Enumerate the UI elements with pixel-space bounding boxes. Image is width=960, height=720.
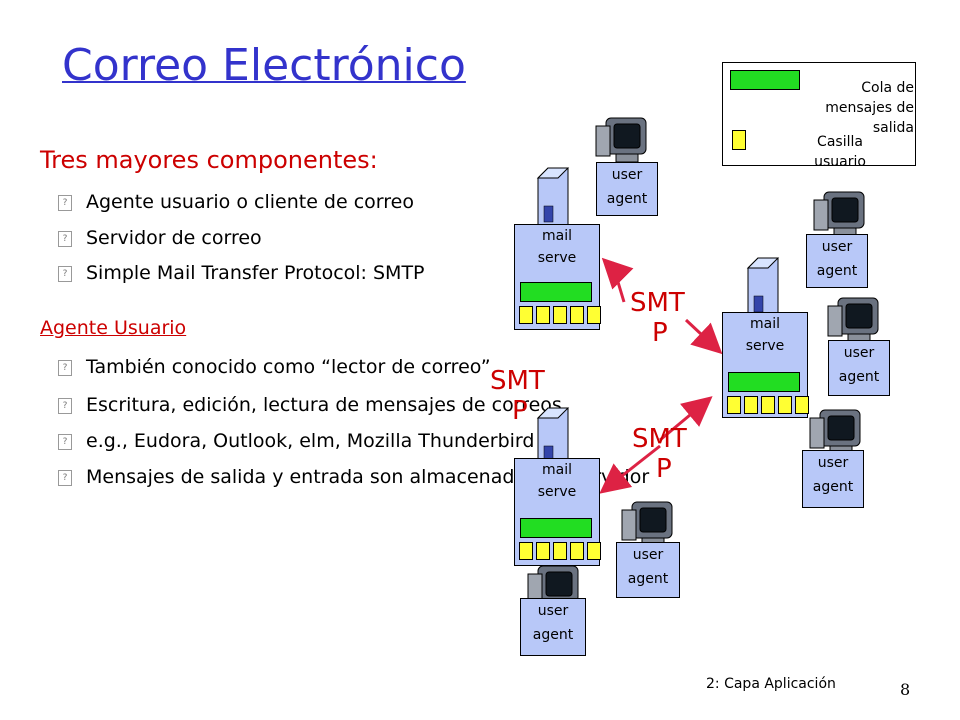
bullet-icon: ?: [58, 359, 72, 376]
arrow-icon: [601, 257, 634, 290]
user-mailboxes: [519, 542, 601, 560]
message-queue: [520, 518, 592, 538]
list-item: ?Mensajes de salida y entrada son almace…: [58, 466, 649, 488]
bullet-icon: ?: [58, 230, 72, 247]
list-item: ?e.g., Eudora, Outlook, elm, Mozilla Thu…: [58, 430, 534, 452]
page-title: Correo Electrónico: [62, 40, 466, 91]
legend-queue-swatch: [730, 70, 800, 90]
legend-queue-label: Cola de mensajes de salida: [825, 80, 914, 136]
user-mailboxes: [519, 306, 601, 324]
list-item: ?También conocido como “lector de correo…: [58, 356, 491, 378]
arrow-icon: [659, 396, 713, 442]
message-queue: [520, 282, 592, 302]
arrow-icon: [684, 318, 723, 355]
legend-mailbox-label: Casilla usuario: [814, 134, 866, 170]
bullet-icon: ?: [58, 397, 72, 414]
user-agent: user agent: [616, 542, 680, 598]
list-item: ?Servidor de correo: [58, 227, 262, 249]
user-mailboxes: [727, 396, 809, 414]
bullet-icon: ?: [58, 194, 72, 211]
list-item: ?Escritura, edición, lectura de mensajes…: [58, 394, 562, 416]
user-agent: user agent: [828, 340, 890, 396]
smtp-label: SMT P: [490, 366, 545, 426]
bullet-icon: ?: [58, 433, 72, 450]
footer-text: 2: Capa Aplicación: [706, 676, 836, 692]
user-agent: user agent: [802, 450, 864, 508]
list-item: ?Simple Mail Transfer Protocol: SMTP: [58, 262, 425, 284]
bullet-icon: ?: [58, 469, 72, 486]
bullet-icon: ?: [58, 265, 72, 282]
user-agent: user agent: [520, 598, 586, 656]
smtp-label: SMT P: [630, 288, 685, 348]
components-heading: Tres mayores componentes:: [40, 146, 378, 174]
user-agent-section-title: Agente Usuario: [40, 317, 187, 339]
computer-monitor-icon: [809, 409, 861, 455]
legend-mailbox-swatch: [732, 130, 746, 150]
user-agent: user agent: [596, 162, 658, 216]
smtp-label: SMT P: [632, 424, 687, 484]
computer-monitor-icon: [595, 117, 647, 163]
computer-monitor-icon: [621, 501, 673, 547]
message-queue: [728, 372, 800, 392]
arrow-icon: [599, 444, 661, 494]
user-agent: user agent: [806, 234, 868, 288]
list-item: ?Agente usuario o cliente de correo: [58, 191, 414, 213]
page-number: 8: [900, 680, 911, 699]
computer-monitor-icon: [827, 297, 879, 343]
computer-monitor-icon: [813, 191, 865, 237]
